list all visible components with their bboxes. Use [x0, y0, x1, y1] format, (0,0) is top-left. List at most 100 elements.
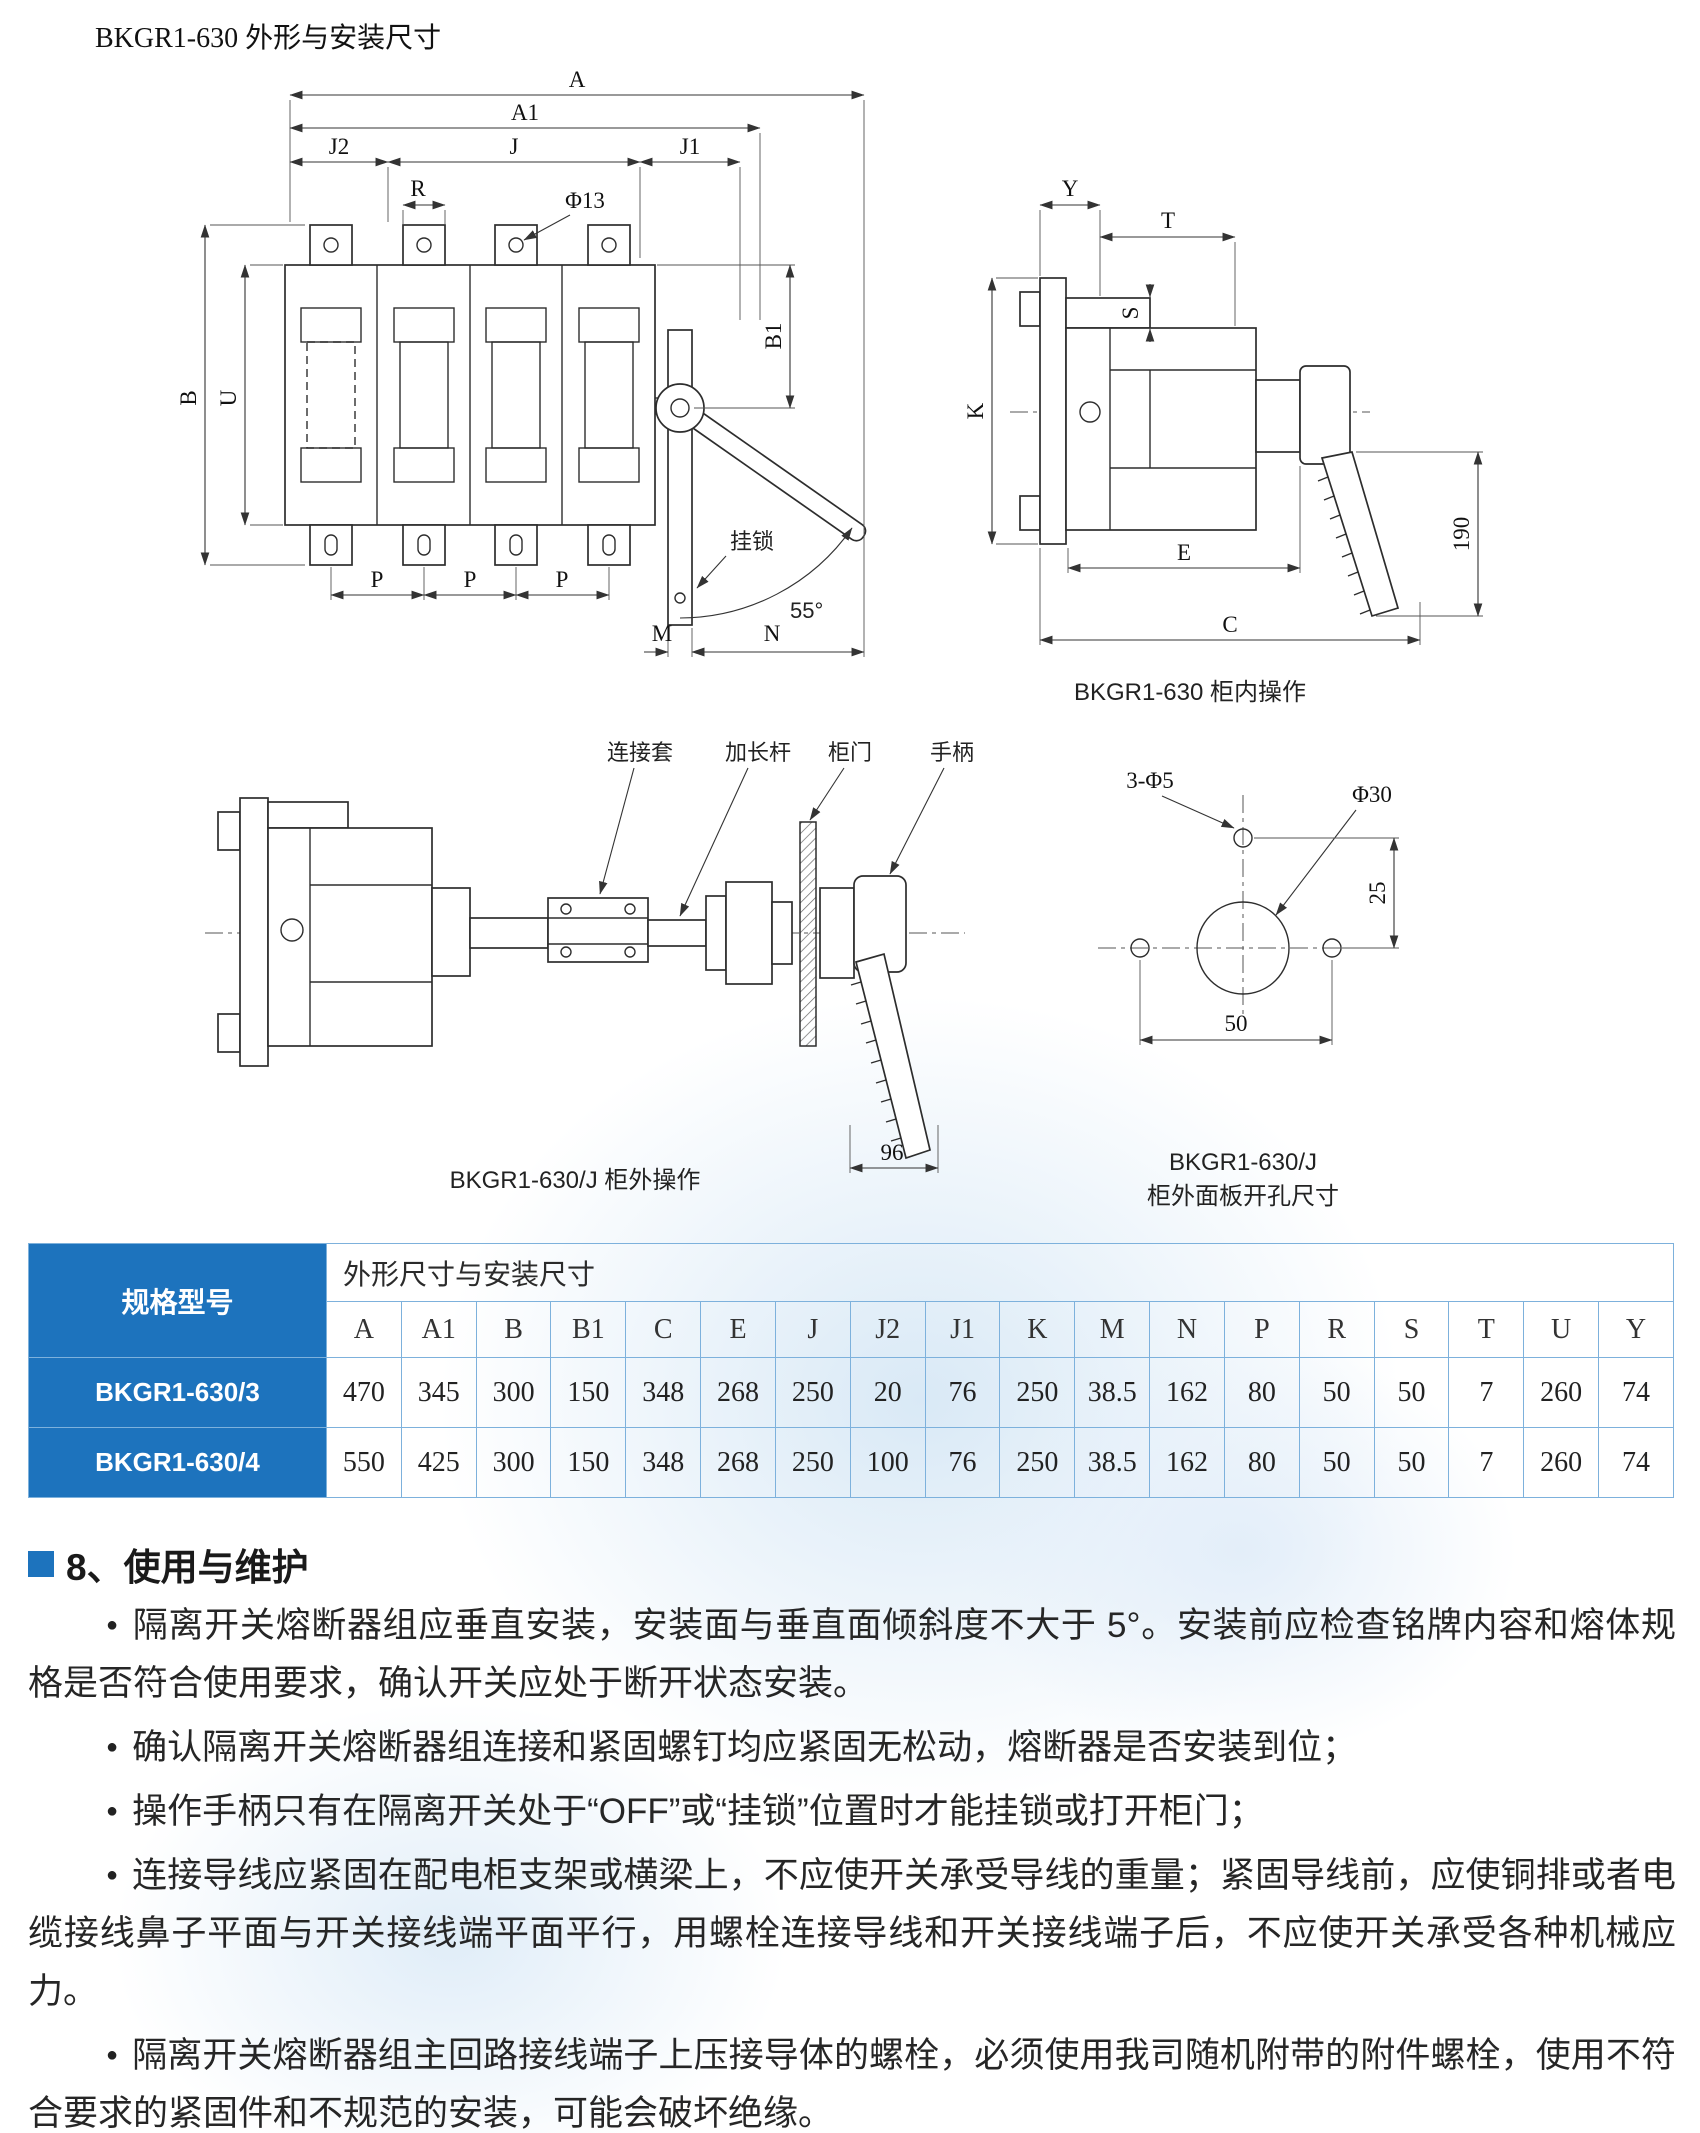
model-name-630-3: BKGR1-630/3 [28, 1357, 327, 1428]
value-cell: 100 [849, 1427, 926, 1498]
value-cell: 345 [400, 1357, 477, 1428]
dim-label-T: T [1161, 208, 1175, 233]
value-cell: 50 [1373, 1427, 1450, 1498]
dim-label-P1: P [371, 567, 384, 592]
usage-bullet-4: ●连接导线应紧固在配电柜支架或横梁上，不应使开关承受导线的重量；紧固导线前，应使… [28, 1846, 1676, 2021]
dim-label-J2: J2 [329, 134, 349, 159]
label-door: 柜门 [828, 740, 872, 765]
table-spec-header: 规格型号 [28, 1243, 327, 1358]
dim-label-B1: B1 [761, 323, 786, 350]
usage-bullet-2: ●确认隔离开关熔断器组连接和紧固螺钉均应紧固无松动，熔断器是否安装到位； [28, 1718, 1676, 1777]
dim-label-K: K [963, 402, 988, 419]
table-row-630-3: BKGR1-630/3 470 345 300 150 348 268 250 … [28, 1357, 1674, 1428]
value-cell: 74 [1598, 1427, 1674, 1498]
dim-label-Y: Y [1062, 176, 1079, 201]
usage-bullet-5-text: 隔离开关熔断器组主回路接线端子上压接导体的螺栓，必须使用我司随机附带的附件螺栓，… [28, 2036, 1676, 2133]
value-cell: 38.5 [1074, 1427, 1151, 1498]
caption-panel-cutout-2: 柜外面板开孔尺寸 [1147, 1183, 1339, 1210]
dim-label-N: N [764, 621, 781, 646]
usage-bullet-3-text: 操作手柄只有在隔离开关处于“OFF”或“挂锁”位置时才能挂锁或打开柜门； [132, 1792, 1264, 1831]
col-header-S: S [1373, 1301, 1450, 1358]
value-cell: 268 [700, 1427, 776, 1498]
dim-label-A1: A1 [511, 100, 539, 125]
bushing [705, 881, 793, 985]
value-cell: 300 [475, 1427, 552, 1498]
value-cell: 250 [774, 1357, 851, 1428]
panel-cutout-drawing: 3-Φ5 Φ30 25 50 BKGR1-630/J 柜外面板开孔尺寸 [1098, 768, 1399, 1210]
spec-table: 规格型号 外形尺寸与安装尺寸 A A1 B B1 C E J J2 J1 K M… [28, 1243, 1674, 1498]
coupling-sleeve [547, 897, 649, 963]
value-cell: 7 [1448, 1357, 1525, 1428]
col-header-M: M [1074, 1301, 1151, 1358]
external-operation-drawing: 连接套 加长杆 柜门 手柄 96 BKGR1-630/J 柜外操作 [205, 740, 974, 1194]
col-header-J1: J1 [924, 1301, 1001, 1358]
col-header-R: R [1298, 1301, 1375, 1358]
value-cell: 250 [999, 1357, 1076, 1428]
value-cell: 162 [1149, 1427, 1225, 1498]
dim-label-50: 50 [1225, 1011, 1248, 1036]
section-title: 8、使用与维护 [66, 1547, 309, 1588]
section-marker-square [28, 1551, 54, 1577]
col-header-A1: A1 [400, 1301, 477, 1358]
padlock-label: 挂锁 [730, 529, 774, 554]
col-header-Y: Y [1598, 1301, 1674, 1358]
caption-cabinet-inside: BKGR1-630 柜内操作 [1074, 679, 1306, 706]
caption-panel-cutout-1: BKGR1-630/J [1169, 1149, 1317, 1176]
dim-label-E: E [1177, 540, 1191, 565]
usage-paragraphs: ●隔离开关熔断器组应垂直安装，安装面与垂直面倾斜度不大于 5°。安装前应检查铭牌… [28, 1596, 1676, 2133]
usage-bullet-4-text: 连接导线应紧固在配电柜支架或横梁上，不应使开关承受导线的重量；紧固导线前，应使铜… [28, 1856, 1676, 2011]
dim-label-J: J [510, 134, 519, 159]
section-heading: 8、使用与维护 [28, 1537, 309, 1591]
caption-cabinet-outside: BKGR1-630/J 柜外操作 [450, 1167, 701, 1194]
fuse-poles [300, 307, 640, 483]
value-cell: 150 [550, 1427, 627, 1498]
dim-label-P2: P [464, 567, 477, 592]
external-handle-lever [854, 952, 932, 1160]
value-cell: 7 [1448, 1427, 1525, 1498]
value-cell: 250 [999, 1427, 1076, 1498]
hole-phi5-right [1322, 938, 1342, 958]
dim-label-190: 190 [1449, 517, 1474, 552]
bullet-icon: ● [106, 1614, 119, 1636]
mounting-tabs-top [309, 224, 631, 266]
col-header-P: P [1223, 1301, 1300, 1358]
value-cell: 74 [1598, 1357, 1674, 1428]
value-cell: 470 [326, 1357, 402, 1428]
usage-bullet-2-text: 确认隔离开关熔断器组连接和紧固螺钉均应紧固无松动，熔断器是否安装到位； [132, 1728, 1358, 1767]
page-title: BKGR1-630 外形与安装尺寸 [95, 23, 442, 54]
bullet-icon: ● [106, 1864, 119, 1886]
mounting-tabs-bottom [309, 524, 631, 566]
col-header-B: B [475, 1301, 552, 1358]
table-dims-header: 外形尺寸与安装尺寸 [326, 1243, 1674, 1302]
usage-bullet-1: ●隔离开关熔断器组应垂直安装，安装面与垂直面倾斜度不大于 5°。安装前应检查铭牌… [28, 1596, 1676, 1713]
bullet-icon: ● [106, 1800, 119, 1822]
value-cell: 76 [924, 1427, 1001, 1498]
label-phi30: Φ30 [1352, 782, 1392, 807]
value-cell: 150 [550, 1357, 627, 1428]
table-column-letters: A A1 B B1 C E J J2 J1 K M N P R S T U Y [29, 1301, 1674, 1358]
dim-label-S: S [1118, 307, 1143, 320]
col-header-J: J [774, 1301, 851, 1358]
col-header-N: N [1149, 1301, 1225, 1358]
bullet-icon: ● [106, 2044, 119, 2066]
value-cell: 425 [400, 1427, 477, 1498]
value-cell: 80 [1223, 1427, 1300, 1498]
col-header-B1: B1 [550, 1301, 627, 1358]
value-cell: 260 [1523, 1357, 1600, 1428]
value-cell: 162 [1149, 1357, 1225, 1428]
extension-rod [647, 919, 707, 947]
hole-phi5-left [1130, 938, 1150, 958]
model-name-630-4: BKGR1-630/4 [28, 1427, 327, 1498]
usage-bullet-3: ● 操作手柄只有在隔离开关处于“OFF”或“挂锁”位置时才能挂锁或打开柜门； [28, 1782, 1676, 1841]
handle-lever [1320, 451, 1400, 618]
value-cell: 50 [1298, 1357, 1375, 1428]
dim-label-phi13: Φ13 [565, 188, 605, 213]
value-cell: 348 [625, 1427, 702, 1498]
dim-label-M: M [652, 621, 672, 646]
value-cell: 76 [924, 1357, 1001, 1428]
dim-label-U: U [216, 389, 241, 406]
value-cell: 250 [774, 1427, 851, 1498]
dim-label-A: A [569, 67, 586, 92]
dim-label-B: B [176, 390, 201, 405]
